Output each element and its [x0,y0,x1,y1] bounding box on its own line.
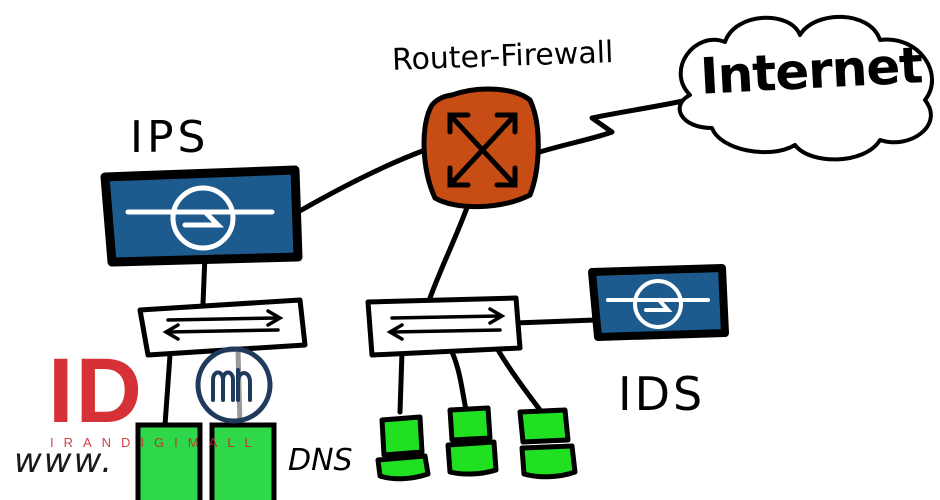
dns-servers: DNS [135,422,353,500]
watermark-brand-text: IRANDIGIMALL [50,435,262,450]
ips-sync-icon [125,185,275,251]
link-switch1-server1 [162,352,173,428]
host-2 [445,405,499,477]
watermark-url-prefix: www. [14,441,114,481]
ids-body [588,264,729,341]
dns-label: DNS [288,443,353,478]
watermark-circle-logo-icon [195,346,273,424]
ips-device: IPS [100,112,303,267]
link-router-switch2 [427,202,471,301]
switch-center-body [365,295,523,358]
switch-left [137,297,308,358]
internet-cloud: Internet [677,14,934,162]
router-label: Router-Firewall [391,35,614,78]
switch-center [365,295,523,358]
ips-label: IPS [130,112,209,163]
ids-device: IDS [588,264,729,421]
internet-label: Internet [699,36,924,106]
cloud-icon [677,14,934,162]
router-firewall: Router-Firewall [391,35,614,210]
host-3 [517,407,578,480]
link-switch2-host1 [397,349,405,415]
watermark: ID IRANDIGIMALL www. [14,340,273,481]
server-1 [135,422,203,500]
server-2 [209,422,277,500]
ids-label: IDS [618,367,705,421]
router-cross-arrows-icon [447,112,518,188]
watermark-id-logo: ID [48,340,144,442]
link-switch2-host3 [495,347,543,413]
switch-center-arrows-icon [386,307,506,341]
link-switch2-ids [512,317,598,326]
host-group [375,405,578,482]
host-1 [375,414,431,482]
ids-sync-icon [606,279,710,329]
switch-left-body [137,297,308,358]
link-router-internet [527,97,691,158]
link-router-ips [295,147,428,215]
link-switch2-host2 [449,349,469,413]
switch-left-arrows-icon [162,309,284,341]
ips-body [100,165,303,267]
